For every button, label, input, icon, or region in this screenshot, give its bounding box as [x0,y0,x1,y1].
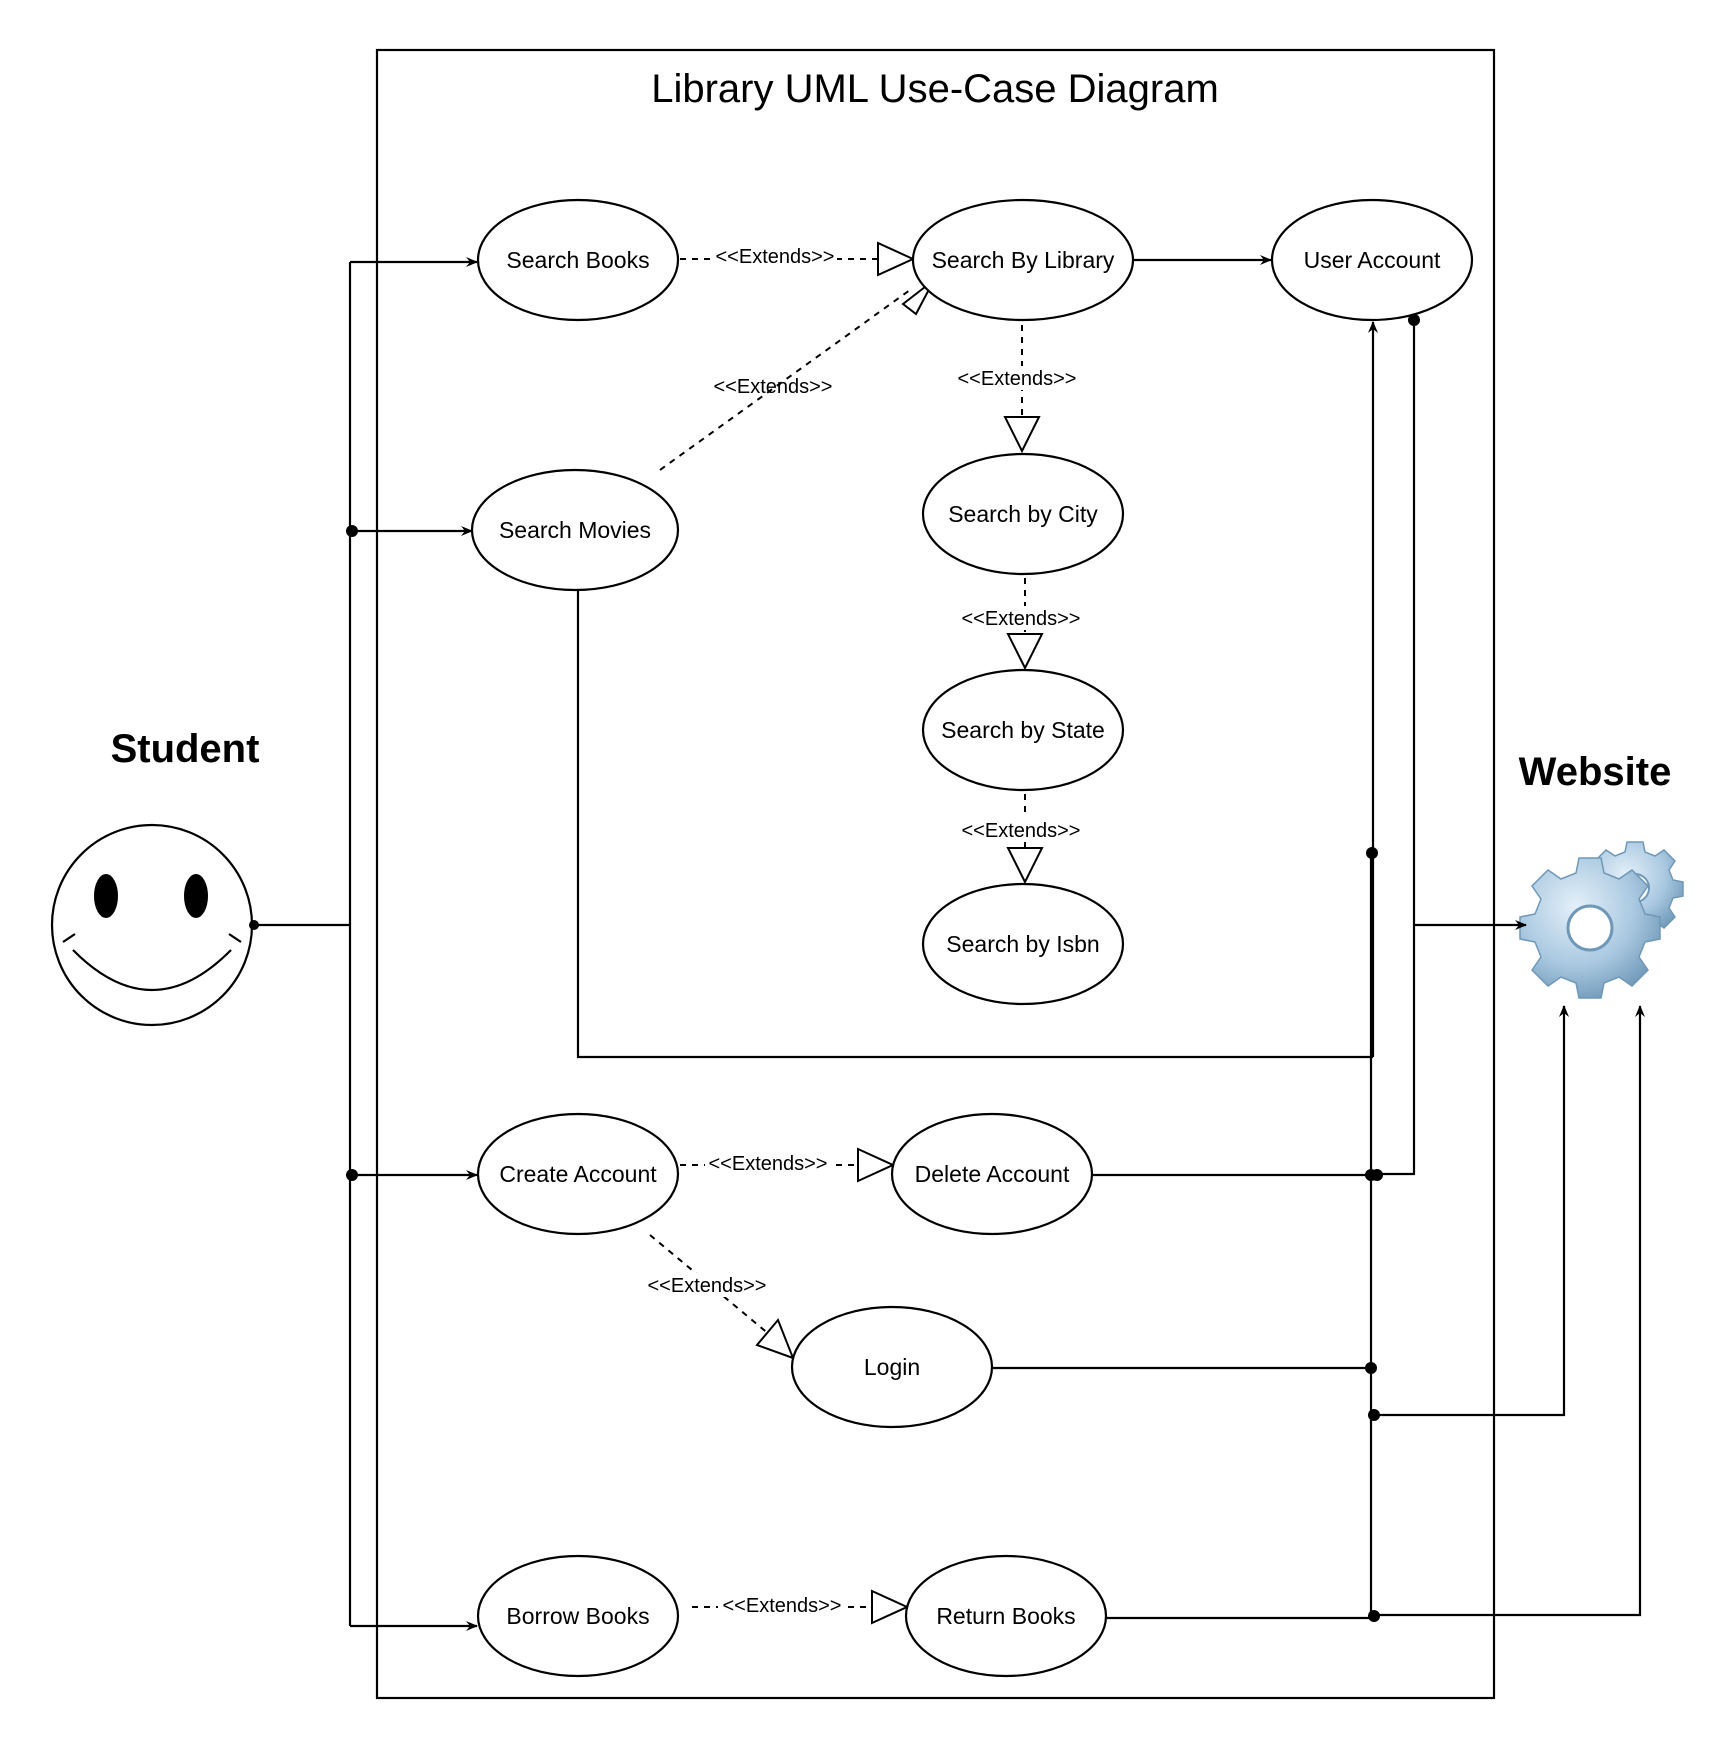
use-case-create-account[interactable]: Create Account [476,1112,680,1236]
use-case-label: Login [864,1354,920,1380]
use-case-borrow-books[interactable]: Borrow Books [476,1554,680,1678]
use-case-search-movies[interactable]: Search Movies [470,468,680,592]
use-case-return-books[interactable]: Return Books [904,1554,1108,1678]
use-case-label: Search by City [948,501,1098,527]
extends-label: <<Extends>> [962,608,1081,630]
student-connectors [249,257,478,1631]
use-case-label: Search By Library [932,247,1115,273]
use-case-label: Search Movies [499,517,651,543]
use-case-label: Delete Account [915,1161,1070,1187]
system-connectors [576,255,1645,1622]
extends-relations: <<Extends>> <<Extends>> <<Extends>> <<Ex… [643,241,1086,1625]
system-boundary [375,48,1496,1700]
use-case-label: User Account [1304,247,1441,273]
extends-label: <<Extends>> [709,1153,828,1175]
use-case-label: Create Account [499,1161,657,1187]
use-case-search-by-library[interactable]: Search By Library [911,198,1135,322]
actor-label-student: Student [111,727,260,771]
use-case-search-by-isbn[interactable]: Search by Isbn [921,882,1125,1006]
gears-icon[interactable] [1519,841,1684,999]
use-case-login[interactable]: Login [790,1305,994,1429]
use-case-search-by-state[interactable]: Search by State [921,668,1125,792]
extends-label: <<Extends>> [958,368,1077,390]
extends-label: <<Extends>> [962,820,1081,842]
extends-label: <<Extends>> [648,1275,767,1297]
use-case-search-by-city[interactable]: Search by City [921,452,1125,576]
extends-label: <<Extends>> [714,376,833,398]
use-case-label: Return Books [936,1603,1075,1629]
diagram-title: Library UML Use-Case Diagram [651,67,1219,111]
smiley-face-icon[interactable] [50,823,254,1027]
use-case-user-account[interactable]: User Account [1270,198,1474,322]
actor-label-website: Website [1519,750,1672,794]
use-case-delete-account[interactable]: Delete Account [890,1112,1094,1236]
use-case-label: Search Books [506,247,649,273]
use-case-search-books[interactable]: Search Books [476,198,680,322]
extends-label: <<Extends>> [716,246,835,268]
use-case-label: Borrow Books [506,1603,649,1629]
use-case-label: Search by State [941,717,1105,743]
use-case-label: Search by Isbn [946,931,1099,957]
extends-label: <<Extends>> [723,1595,842,1617]
